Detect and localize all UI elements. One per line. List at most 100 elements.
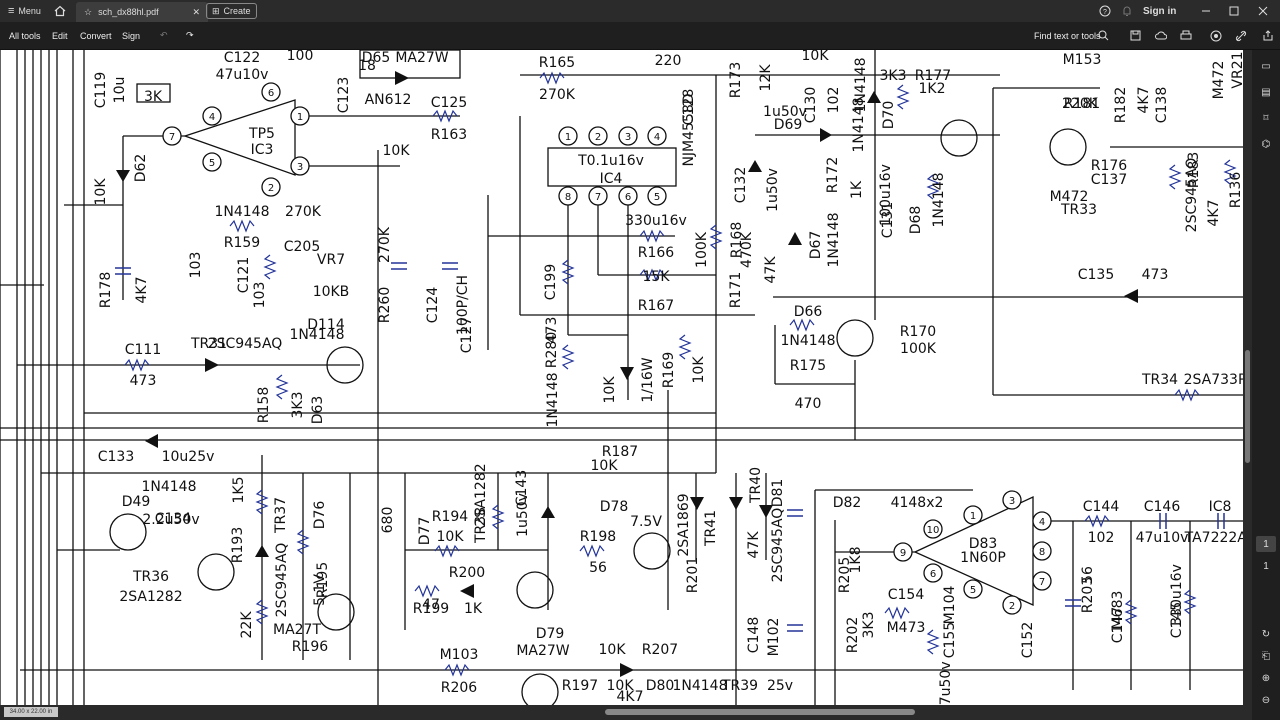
schematic-label: MA27W [395,50,448,66]
svg-text:2: 2 [1009,601,1015,612]
schematic-label: 3K3 [290,392,306,419]
schematic-label: 1N4148 [289,327,344,343]
horizontal-scroll-thumb[interactable] [605,709,915,715]
schematic-label: 56 [589,560,607,576]
schematic-label: MA27W [516,643,569,659]
schematic-label: D114 [307,317,345,333]
schematic-label: 102 [1088,530,1115,546]
close-tab-icon[interactable]: ✕ [192,6,200,17]
vertical-scroll-thumb[interactable] [1245,350,1250,463]
schematic-label: TR38 [473,507,489,544]
link-icon[interactable] [1235,22,1247,49]
current-page-box[interactable]: 1 [1256,536,1276,552]
cloud-upload-icon[interactable] [1155,22,1167,49]
schematic-label: IC3 [251,142,274,158]
schematic-label: 1N4148 [214,204,269,220]
create-button[interactable]: ⊞ Create [206,3,257,19]
schematic-label: R182 [1113,87,1129,123]
convert-button[interactable]: Convert [80,30,112,41]
sign-button[interactable]: Sign [122,30,141,41]
schematic-label: M103 [440,647,479,663]
schematic-label: M472 [1211,61,1227,100]
schematic-label: C145 [1169,602,1185,639]
star-icon[interactable]: ☆ [84,6,93,17]
home-icon[interactable] [54,0,66,22]
svg-text:3: 3 [1009,496,1015,507]
tab-document[interactable]: ☆ sch_dx88hl.pdf ✕ [76,2,208,22]
schematic-label: D65 [362,50,391,66]
horizontal-scrollbar[interactable]: 34.00 x 22.00 in [0,705,1252,720]
schematic-label: IC4 [600,171,623,187]
schematic-label: C125 [431,95,468,111]
find-text-button[interactable]: Find text or tools [1034,30,1101,41]
schematic-label: 10u25v [162,449,215,465]
minimize-icon[interactable] [1201,0,1211,22]
schematic-label: 100 [287,50,314,64]
help-icon[interactable]: ? [1099,0,1111,22]
schematic-label: 1N4148 [545,372,561,427]
schematic-label: VR7 [317,252,345,268]
schematic-label: 3K [144,89,163,105]
svg-text:?: ? [1103,9,1107,16]
schematic-label: 10K [93,178,109,206]
share-icon[interactable] [1262,22,1274,49]
svg-text:8: 8 [565,192,571,203]
zoom-in-icon[interactable]: ⊕ [1261,672,1271,684]
schematic-label: TR36 [132,569,169,585]
save-icon[interactable] [1130,22,1141,49]
schematic-label: C124 [425,287,441,324]
redo-icon[interactable]: ↷ [186,30,194,40]
schematic-label: R167 [638,298,674,314]
bell-icon[interactable] [1121,0,1133,22]
schematic-label: 4K7 [1206,200,1222,227]
schematic-label: C130 [803,87,819,124]
zoom-out-icon[interactable]: ⊖ [1261,694,1271,706]
undo-icon[interactable]: ↶ [160,30,168,40]
all-tools-button[interactable]: All tools [9,30,41,41]
schematic-label: R207 [642,642,678,658]
schematic-label: 1K8 [848,547,864,574]
menu-button[interactable]: ≡ Menu [8,0,41,22]
vertical-scrollbar[interactable] [1243,50,1252,705]
schematic-label: D49 [122,494,151,510]
schematic-label: R170 [900,324,936,340]
schematic-label: R260 [377,287,393,323]
schematic-label: 270K [539,87,576,103]
schematic-label: 2SC945AQ [770,508,786,583]
schematic-label: 1N4148 [931,172,947,227]
schematic-label: 2SC945AQ [1184,158,1200,233]
close-window-icon[interactable] [1258,0,1268,22]
attachment-icon[interactable]: ⌬ [1261,138,1271,150]
svg-text:3: 3 [297,162,303,173]
sign-in-link[interactable]: Sign in [1143,5,1177,17]
comment-icon[interactable]: ▭ [1261,60,1271,72]
schematic-label: M472 [1050,189,1089,205]
edit-button[interactable]: Edit [52,30,68,41]
schematic-label: 2SA1282 [119,589,182,605]
schematic-label: 2SC945AQ [208,336,283,352]
schematic-label: 15K [643,269,671,285]
refresh-icon[interactable]: ↻ [1261,628,1271,640]
schematic-label: 18 [358,58,376,74]
fit-page-icon[interactable]: ⎗ [1262,650,1270,662]
maximize-icon[interactable] [1229,0,1239,22]
schematic-label: 100u16v [878,164,894,226]
schematic-label: C127 [459,317,475,354]
search-icon[interactable] [1098,22,1109,49]
schematic-label: 7.5V [630,514,662,530]
schematic-label: C144 [1083,499,1120,515]
print-icon[interactable] [1180,22,1192,49]
schematic-label: R176 [1091,158,1128,174]
schematic-label: R193 [230,527,246,563]
schematic-label: 1K2 [919,81,946,97]
ai-assistant-icon[interactable] [1210,22,1222,49]
schematic-label: R280 [544,332,560,368]
svg-text:1: 1 [297,112,303,123]
thumbnails-icon[interactable]: ▤ [1261,86,1271,98]
schematic-label: R198 [580,529,616,545]
schematic-label: 10K [602,376,618,404]
bookmark-icon[interactable]: ⌑ [1263,112,1269,124]
schematic-label: R163 [431,127,467,143]
